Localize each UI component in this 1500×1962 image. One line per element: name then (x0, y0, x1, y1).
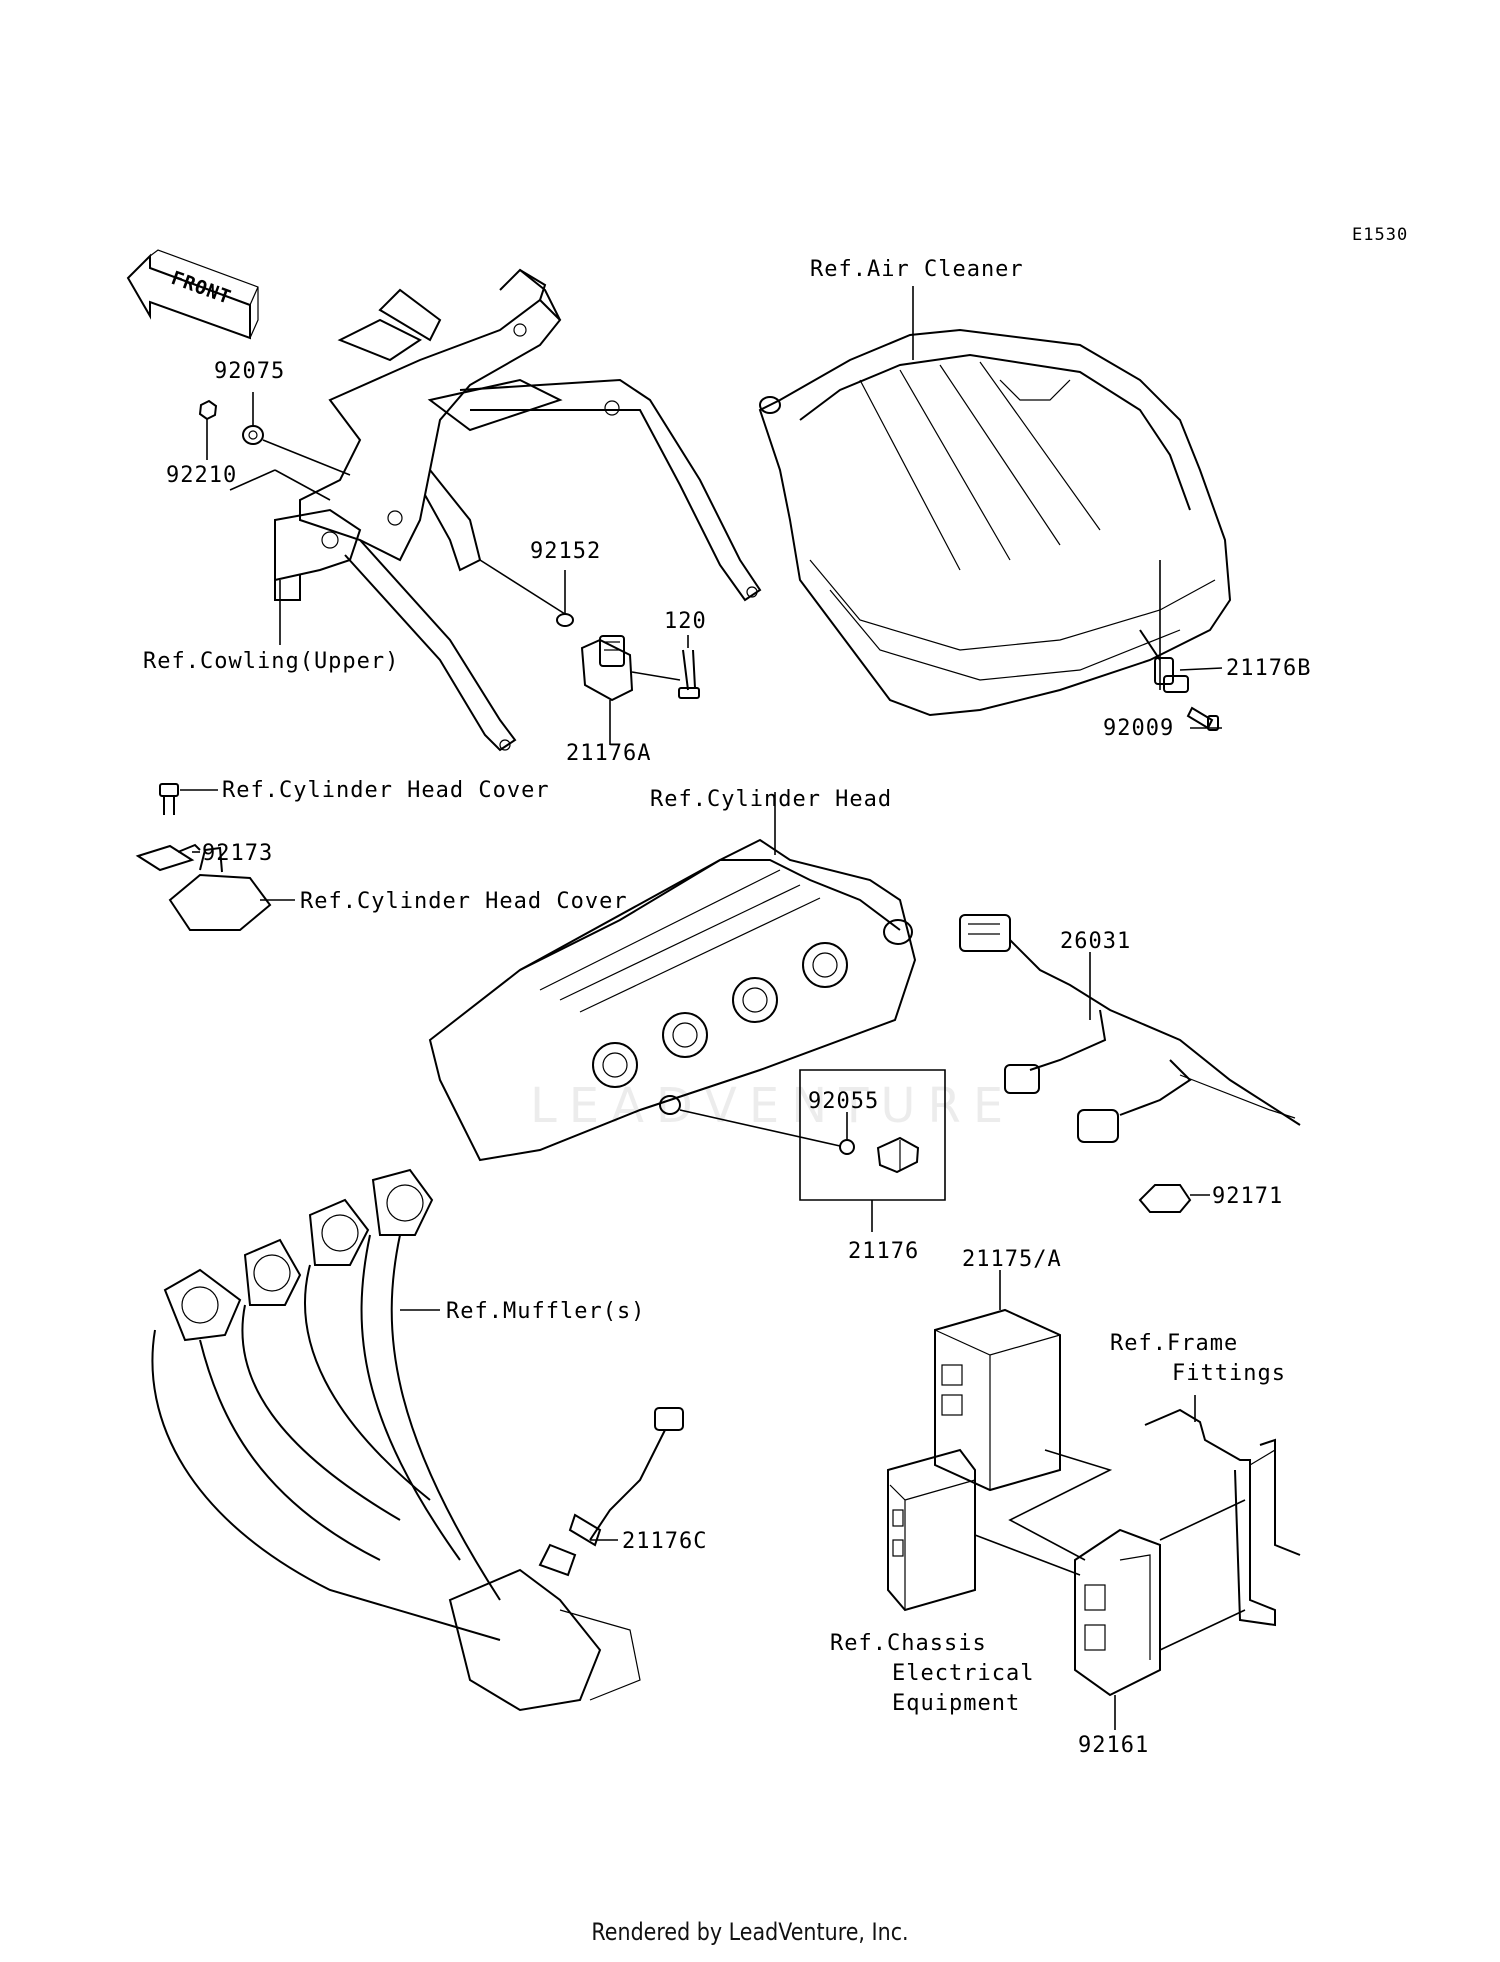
collar-92152 (556, 613, 574, 627)
label-21176B: 21176B (1226, 656, 1311, 681)
clamp-92173 (135, 843, 201, 872)
label-ref-cowling: Ref.Cowling(Upper) (143, 649, 399, 674)
label-120: 120 (664, 609, 707, 634)
label-92075: 92075 (214, 359, 285, 384)
nut-92210 (198, 399, 218, 421)
label-92055: 92055 (808, 1089, 879, 1114)
label-92173: 92173 (202, 841, 273, 866)
svg-text:FRONT: FRONT (168, 267, 234, 309)
clamp-92171 (1138, 1184, 1192, 1213)
label-26031: 26031 (1060, 929, 1131, 954)
harness-26031 (959, 914, 1301, 1143)
frame-fitting-bracket (1144, 1408, 1301, 1627)
label-ref-chassis-1: Ref.Chassis (830, 1631, 987, 1656)
screw-92009 (1186, 706, 1219, 731)
exhaust-pipes-drawing (151, 1168, 641, 1712)
label-ref-chassis-2: Electrical (892, 1661, 1034, 1686)
box-21176 (799, 1069, 946, 1201)
bolt-cyl-head-cover (159, 783, 179, 815)
grommet-92075 (242, 425, 264, 445)
ecu-chassis (887, 1448, 976, 1612)
sensor-21176B (1139, 629, 1189, 693)
sensor-21176A (580, 635, 634, 702)
label-21176C: 21176C (622, 1529, 707, 1554)
front-arrow-icon: FRONT (126, 249, 259, 340)
label-ref-muffler: Ref.Muffler(s) (446, 1299, 645, 1324)
label-ref-air-cleaner: Ref.Air Cleaner (810, 257, 1024, 282)
label-92009: 92009 (1103, 716, 1174, 741)
label-ref-cyl-head-cover-2: Ref.Cylinder Head Cover (300, 889, 628, 914)
diagram-code: E1530 (1352, 225, 1408, 245)
breather-cap (168, 846, 272, 931)
cylinder-head-drawing (428, 838, 917, 1162)
label-21176: 21176 (848, 1239, 919, 1264)
ecu-21175A (934, 1308, 1061, 1492)
label-92161: 92161 (1078, 1733, 1149, 1758)
footer-credit: Rendered by LeadVenture, Inc. (591, 1918, 909, 1946)
label-ref-cyl-head: Ref.Cylinder Head (650, 787, 892, 812)
sensor-21176C (538, 1407, 684, 1577)
label-92152: 92152 (530, 539, 601, 564)
cowling-stay-drawing (274, 268, 762, 752)
label-92171: 92171 (1212, 1184, 1283, 1209)
label-21176A: 21176A (566, 741, 651, 766)
label-21175A: 21175/A (962, 1247, 1062, 1272)
label-ref-frame-2: Fittings (1172, 1361, 1286, 1386)
bolt-120 (678, 649, 700, 699)
label-ref-chassis-3: Equipment (892, 1691, 1020, 1716)
watermark-text: LEADVENTURE (530, 1078, 1015, 1134)
air-cleaner-drawing (758, 328, 1232, 717)
label-ref-cyl-head-cover-1: Ref.Cylinder Head Cover (222, 778, 550, 803)
label-92210: 92210 (166, 463, 237, 488)
bracket-92161 (1074, 1528, 1161, 1697)
label-ref-frame-1: Ref.Frame (1110, 1331, 1238, 1356)
